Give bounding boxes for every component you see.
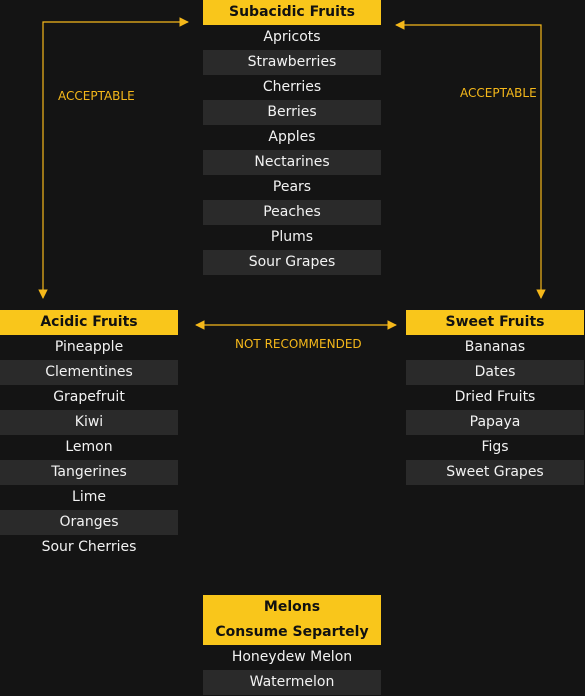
list-item: Bananas: [464, 339, 526, 355]
group-title: Subacidic Fruits: [203, 0, 381, 25]
list-item: Dates: [406, 360, 584, 385]
group-title: Sweet Fruits: [406, 310, 584, 335]
list-item: Strawberries: [203, 50, 381, 75]
group-subtitle: Consume Separtely: [203, 620, 381, 645]
label-acidic-sweet: NOT RECOMMENDED: [235, 337, 362, 351]
list-item: Figs: [481, 439, 509, 455]
list-item: Cherries: [262, 79, 322, 95]
arrow-subacidic-acidic: [38, 17, 189, 299]
label-subacidic-acidic: ACCEPTABLE: [58, 89, 135, 103]
list-item: Lemon: [65, 439, 113, 455]
list-item: Pineapple: [54, 339, 124, 355]
list-item: Pears: [272, 179, 312, 195]
list-item: Tangerines: [0, 460, 178, 485]
list-item: Watermelon: [203, 670, 381, 695]
list-item: Oranges: [0, 510, 178, 535]
list-item: Plums: [270, 229, 314, 245]
label-subacidic-sweet: ACCEPTABLE: [460, 86, 537, 100]
list-item: Sour Grapes: [203, 250, 381, 275]
list-item: Sour Cherries: [41, 539, 137, 555]
arrow-subacidic-sweet: [395, 20, 546, 299]
list-item: Berries: [203, 100, 381, 125]
list-item: Honeydew Melon: [231, 649, 353, 665]
list-item: Apricots: [263, 29, 321, 45]
list-item: Papaya: [406, 410, 584, 435]
list-item: Apples: [268, 129, 316, 145]
list-item: Peaches: [203, 200, 381, 225]
list-item: Sweet Grapes: [406, 460, 584, 485]
list-item: Clementines: [0, 360, 178, 385]
list-item: Kiwi: [0, 410, 178, 435]
list-item: Nectarines: [203, 150, 381, 175]
group-title: Acidic Fruits: [0, 310, 178, 335]
list-item: Lime: [72, 489, 106, 505]
group-title: Melons: [203, 595, 381, 620]
list-item: Dried Fruits: [454, 389, 536, 405]
list-item: Grapefruit: [53, 389, 125, 405]
